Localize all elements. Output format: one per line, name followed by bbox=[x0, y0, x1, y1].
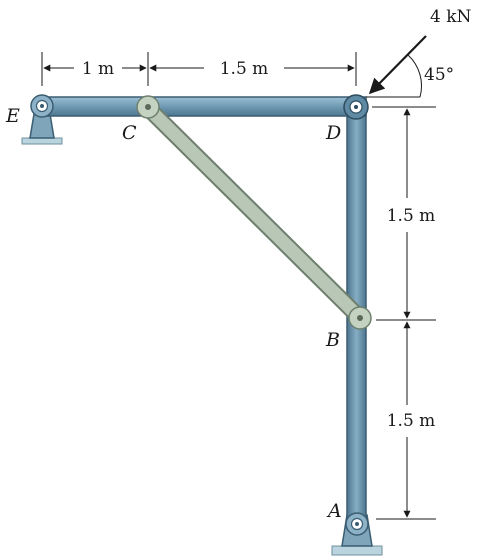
pin-a bbox=[345, 512, 369, 536]
point-a-label: A bbox=[326, 500, 342, 522]
point-e-label: E bbox=[5, 105, 20, 127]
pin-d bbox=[343, 94, 369, 120]
pin-b bbox=[348, 306, 372, 330]
support-e bbox=[21, 113, 63, 145]
ground-a bbox=[331, 545, 383, 556]
beam-ed bbox=[39, 96, 367, 117]
dimension-top bbox=[41, 52, 357, 86]
load-magnitude-label: 4 kN bbox=[430, 7, 472, 27]
point-b-label: B bbox=[325, 329, 340, 351]
dim-ec-label: 1 m bbox=[82, 59, 114, 79]
dim-ba-label: 1.5 m bbox=[387, 411, 436, 431]
point-c-label: C bbox=[122, 122, 137, 144]
ground-e bbox=[21, 137, 63, 145]
point-d-label: D bbox=[325, 122, 341, 144]
dim-cd-label: 1.5 m bbox=[220, 59, 269, 79]
strut-cb bbox=[139, 99, 369, 327]
pin-e bbox=[30, 94, 54, 118]
pin-c bbox=[136, 95, 160, 119]
load-arrow bbox=[368, 35, 427, 95]
load-angle-label: 45° bbox=[424, 65, 454, 85]
angle-indicator bbox=[366, 54, 422, 98]
dimension-right bbox=[372, 106, 436, 520]
dim-db-label: 1.5 m bbox=[387, 206, 436, 226]
